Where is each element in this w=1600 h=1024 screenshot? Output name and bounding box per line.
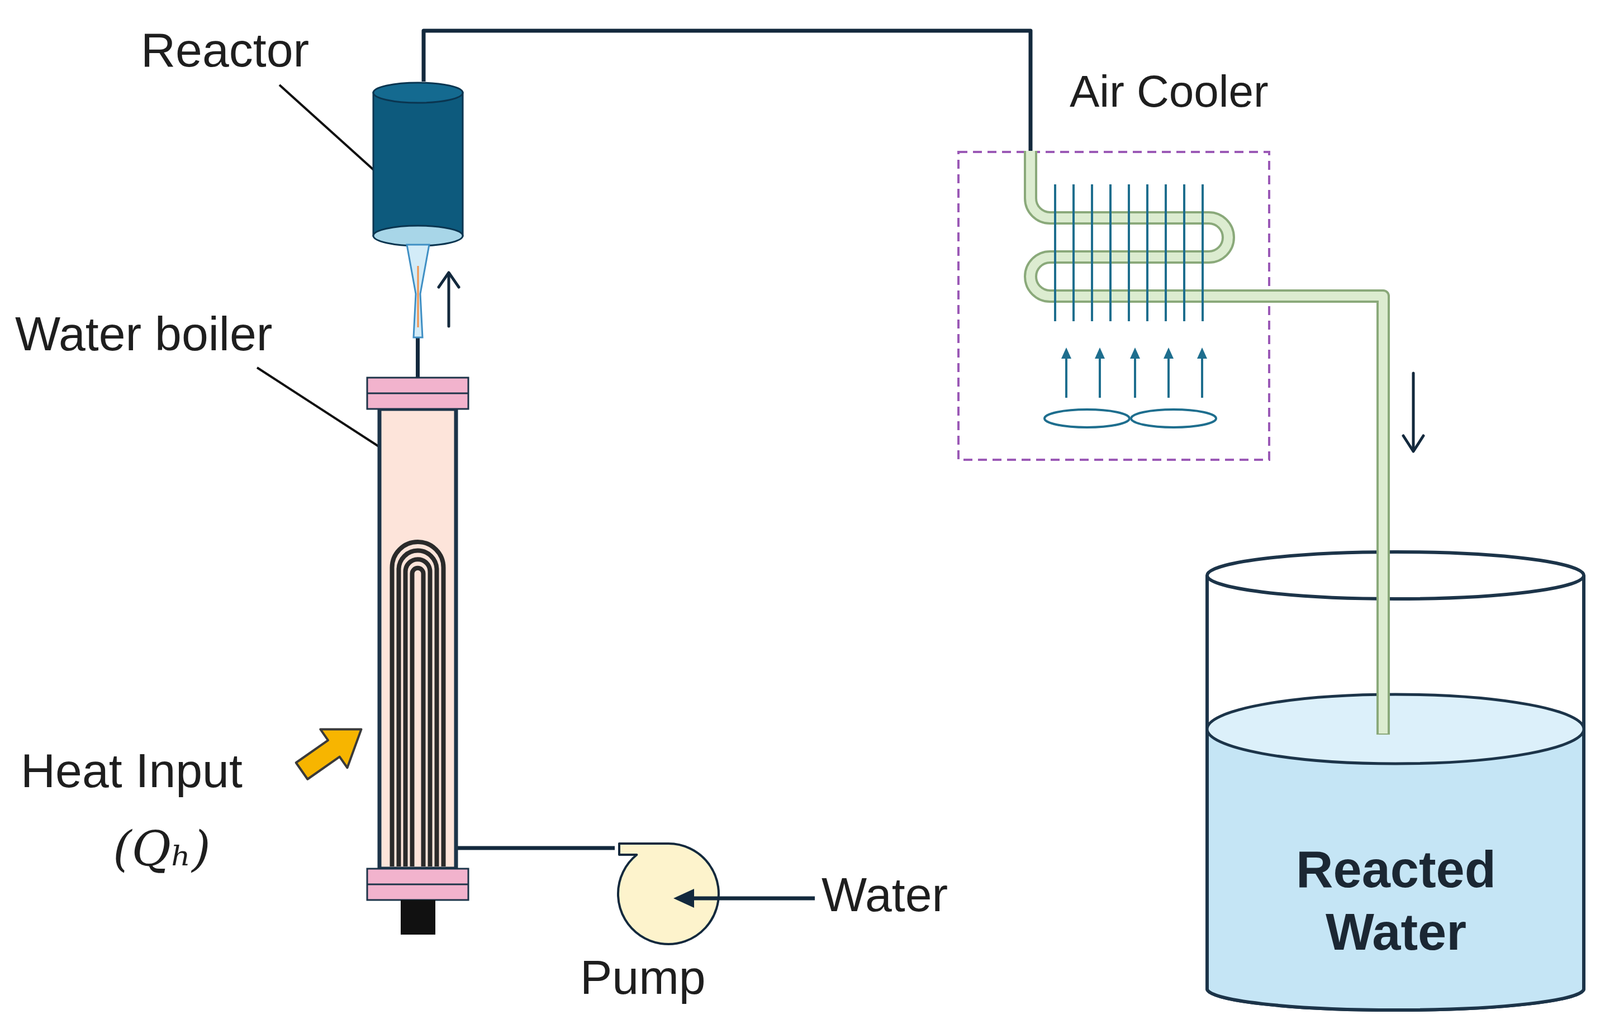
air-cooler-box: Air Cooler	[957, 150, 1271, 462]
pipe-connector	[423, 30, 1031, 151]
drawing-polygon	[673, 889, 695, 909]
pipe-line	[1270, 296, 1384, 551]
drawing-path	[1030, 150, 1271, 297]
part-label: Reactor	[140, 22, 310, 78]
drawing-polygon	[1163, 347, 1174, 359]
content-label: Reacted Water	[1250, 838, 1542, 964]
leader-line	[257, 367, 380, 448]
drawing-polygon	[406, 244, 430, 338]
leader-line	[279, 84, 383, 178]
part-label: Pump	[580, 950, 706, 1006]
flow-arrow	[1403, 373, 1424, 452]
drawing-line	[1412, 373, 1416, 450]
drawing-line	[690, 896, 815, 901]
drawing-line	[367, 884, 469, 886]
drawing-rect	[367, 869, 469, 901]
drawing-rect	[400, 900, 436, 935]
drawing-line	[1133, 355, 1137, 398]
drawing-path	[1378, 550, 1388, 734]
heat-symbol: (Qₕ)	[112, 821, 211, 877]
drawing-ellipse	[1044, 409, 1130, 428]
drawing-ellipse	[1131, 409, 1217, 428]
part-label: Air Cooler	[1069, 65, 1269, 118]
drawing-path	[405, 559, 431, 867]
flow-arrow	[438, 272, 459, 327]
heat-input-label: Heat Input	[20, 743, 243, 799]
pipe-connector	[1270, 296, 1384, 551]
water-boiler-shape	[379, 377, 457, 901]
drawing-line	[1072, 184, 1075, 322]
drawing-path	[1207, 729, 1584, 1011]
pipe-line	[423, 30, 1031, 151]
drawing-line	[1201, 184, 1204, 322]
drawing-rect	[379, 409, 457, 870]
drawing-line	[417, 266, 420, 328]
pump-symbol-shape	[614, 840, 721, 947]
drawing-path	[1030, 150, 1271, 297]
water-inlet-label: Water	[821, 867, 948, 923]
drawing-line	[447, 274, 451, 327]
drawing-rect	[367, 377, 469, 410]
drawing-line	[1053, 184, 1057, 322]
drawing-line	[1090, 184, 1094, 322]
heat-input-arrow	[288, 710, 375, 791]
drawing-path	[1207, 575, 1584, 1011]
drawing-rect	[958, 152, 1270, 460]
drawing-polygon	[1094, 347, 1105, 359]
drawing-path	[412, 568, 424, 867]
drawing-ellipse	[373, 82, 463, 103]
collection-beaker: Reacted Water	[1204, 550, 1588, 1015]
drawing-line	[1065, 355, 1068, 398]
reactor-vessel: Reactor	[372, 81, 464, 248]
drawing-line	[367, 392, 469, 395]
drawing-path	[392, 542, 444, 867]
pump-symbol: Pump	[614, 840, 721, 947]
pipe-line	[1270, 296, 1384, 551]
drawing-line	[1164, 184, 1167, 322]
drawing-rect	[373, 92, 463, 236]
pipe-connector	[456, 848, 615, 849]
air-cooler-box-shape	[957, 150, 1271, 462]
drawing-line	[1109, 184, 1112, 322]
pipe-connector	[417, 247, 419, 378]
drawing-ellipse	[1207, 552, 1584, 600]
drawing-line	[1167, 355, 1170, 398]
drawing-line	[1183, 184, 1186, 322]
reactor-vessel-shape	[372, 81, 464, 248]
drawing-ellipse	[1207, 694, 1584, 764]
drawing-path	[618, 843, 719, 945]
drawing-polyline	[438, 272, 459, 288]
drawing-line	[1200, 355, 1204, 398]
drawing-ellipse	[373, 225, 463, 246]
drawing-line	[1098, 355, 1101, 398]
drawing-path	[399, 551, 438, 867]
drawing-polygon	[1130, 347, 1141, 359]
part-label: Water boiler	[15, 306, 273, 362]
drawing-path	[1376, 550, 1390, 735]
water-inlet-arrow	[673, 889, 815, 909]
drawing-polyline	[1403, 435, 1424, 452]
drawing-line	[1127, 184, 1131, 322]
pipe-line	[456, 846, 615, 851]
water-boiler: Water boiler	[379, 377, 457, 901]
drawing-polygon	[1061, 347, 1072, 359]
drawing-polygon	[1197, 347, 1208, 359]
drawing-line	[1146, 184, 1149, 322]
